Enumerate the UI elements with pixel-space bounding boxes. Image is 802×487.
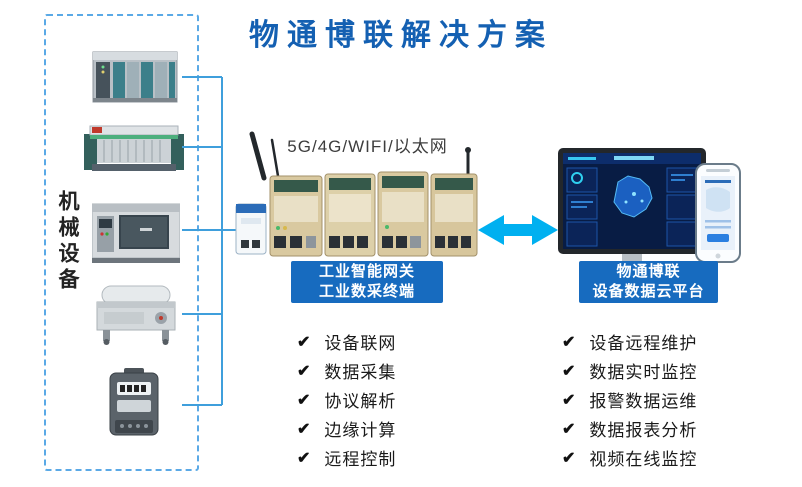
page-title: 物通博联解决方案 [249, 19, 553, 52]
feature-text: 远程控制 [324, 450, 397, 469]
check-icon: ✔ [562, 333, 577, 351]
feature-item: ✔ 边缘计算 [297, 414, 396, 443]
feature-item: ✔ 协议解析 [297, 385, 396, 414]
feature-item: ✔ 远程控制 [297, 443, 396, 472]
check-icon: ✔ [562, 420, 577, 438]
check-icon: ✔ [297, 420, 312, 438]
feature-item: ✔ 数据实时监控 [562, 356, 697, 385]
cloud-platform-monitor-image [558, 148, 741, 274]
platform-label-line1: 物通博联 [616, 263, 681, 280]
network-label: 5G/4G/WIFI/以太网 [287, 137, 448, 156]
check-icon: ✔ [562, 449, 577, 467]
feature-text: 数据实时监控 [589, 363, 698, 382]
dtu-module-image [235, 203, 267, 255]
check-icon: ✔ [297, 391, 312, 409]
china-map-icon [613, 175, 653, 218]
feature-item: ✔ 数据采集 [297, 356, 396, 385]
platform-feature-list: ✔ 设备远程维护 ✔ 数据实时监控 ✔ 报警数据运维 ✔ 数据报表分析 ✔ 视频… [562, 327, 697, 472]
feature-item: ✔ 数据报表分析 [562, 414, 697, 443]
platform-label-box: 物通博联 设备数据云平台 [579, 261, 718, 303]
feature-text: 视频在线监控 [589, 450, 698, 469]
gateway-label-line1: 工业智能网关 [318, 263, 415, 280]
feature-item: ✔ 报警数据运维 [562, 385, 697, 414]
feature-text: 数据报表分析 [589, 421, 698, 440]
feature-text: 协议解析 [324, 392, 397, 411]
check-icon: ✔ [562, 362, 577, 380]
feature-item: ✔ 设备远程维护 [562, 327, 697, 356]
cnc-machine-image [92, 203, 180, 263]
gateway-label-box: 工业智能网关 工业数采终端 [291, 261, 443, 303]
check-icon: ✔ [562, 391, 577, 409]
bidirectional-arrow-icon [478, 215, 558, 245]
check-icon: ✔ [297, 362, 312, 380]
feature-text: 边缘计算 [324, 421, 397, 440]
feature-text: 设备远程维护 [589, 334, 698, 353]
plc-controller-image [92, 51, 178, 103]
monitor-image [558, 148, 706, 274]
feature-item: ✔ 设备联网 [297, 327, 396, 356]
gateway-box-image [269, 171, 478, 257]
check-icon: ✔ [297, 333, 312, 351]
platform-label-line2: 设备数据云平台 [592, 283, 705, 300]
feature-text: 报警数据运维 [589, 392, 698, 411]
check-icon: ✔ [297, 449, 312, 467]
gateway-devices-image [235, 131, 478, 257]
feature-text: 设备联网 [324, 334, 397, 353]
packaging-machine-image [96, 285, 176, 345]
machinery-panel [44, 14, 199, 471]
feature-text: 数据采集 [324, 363, 397, 382]
gateway-feature-list: ✔ 设备联网 ✔ 数据采集 ✔ 协议解析 ✔ 边缘计算 ✔ 远程控制 [297, 327, 396, 472]
weaving-machine-image [84, 125, 184, 171]
feature-item: ✔ 视频在线监控 [562, 443, 697, 472]
cloud-platform-phone-image [695, 163, 741, 263]
machinery-label: 机械设备 [56, 190, 79, 294]
electric-meter-image [109, 368, 159, 436]
gateway-label-line2: 工业数采终端 [318, 283, 415, 300]
